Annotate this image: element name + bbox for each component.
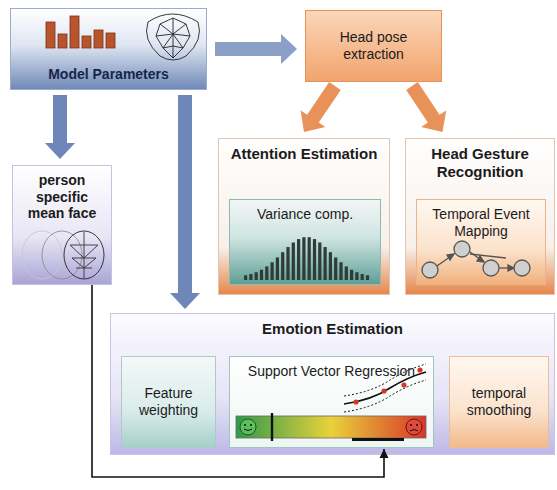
method-box: Temporal Event Mapping xyxy=(416,199,546,285)
node-label: person specific mean face xyxy=(19,172,105,222)
method-box: Variance comp. xyxy=(229,199,381,285)
module-box: Attention EstimationVariance comp. xyxy=(218,138,390,295)
emotion-scale xyxy=(236,413,426,441)
node-label: Head pose extraction xyxy=(312,29,435,62)
mean-face-box: person specific mean face xyxy=(12,165,112,285)
bar-chart-icon xyxy=(46,16,115,48)
block-arrow xyxy=(215,34,297,64)
node-label: Head Gesture Recognition xyxy=(412,145,548,180)
input-box: Model Parameters xyxy=(10,8,207,90)
block-arrow xyxy=(301,82,341,132)
face-mesh-icon xyxy=(147,14,200,60)
method-box: Support Vector Regression xyxy=(229,356,434,448)
node-label: Model Parameters xyxy=(48,66,169,83)
node-label: Emotion Estimation xyxy=(262,320,403,338)
node-label: Support Vector Regression xyxy=(248,363,415,380)
connector-line xyxy=(92,285,389,477)
process-box: Head pose extraction xyxy=(305,10,442,82)
module-box: Emotion EstimationFeature weighting Suppo… xyxy=(110,313,555,455)
node-label: Attention Estimation xyxy=(231,145,378,163)
node-label: Variance comp. xyxy=(257,206,353,223)
regression-icon xyxy=(344,364,426,412)
node-label: Feature weighting xyxy=(128,385,209,418)
method-box: temporal smoothing xyxy=(449,356,549,448)
block-arrow xyxy=(45,95,75,159)
module-box: Head Gesture RecognitionTemporal Event M… xyxy=(405,138,555,295)
block-arrow xyxy=(406,82,446,132)
state-graph-icon xyxy=(422,241,530,278)
node-label: Temporal Event Mapping xyxy=(423,206,539,239)
block-arrow xyxy=(170,95,200,309)
method-box: Feature weighting xyxy=(121,356,216,448)
mean-face-icon xyxy=(22,231,104,279)
histogram-icon xyxy=(244,237,369,280)
node-label: temporal smoothing xyxy=(456,385,542,418)
